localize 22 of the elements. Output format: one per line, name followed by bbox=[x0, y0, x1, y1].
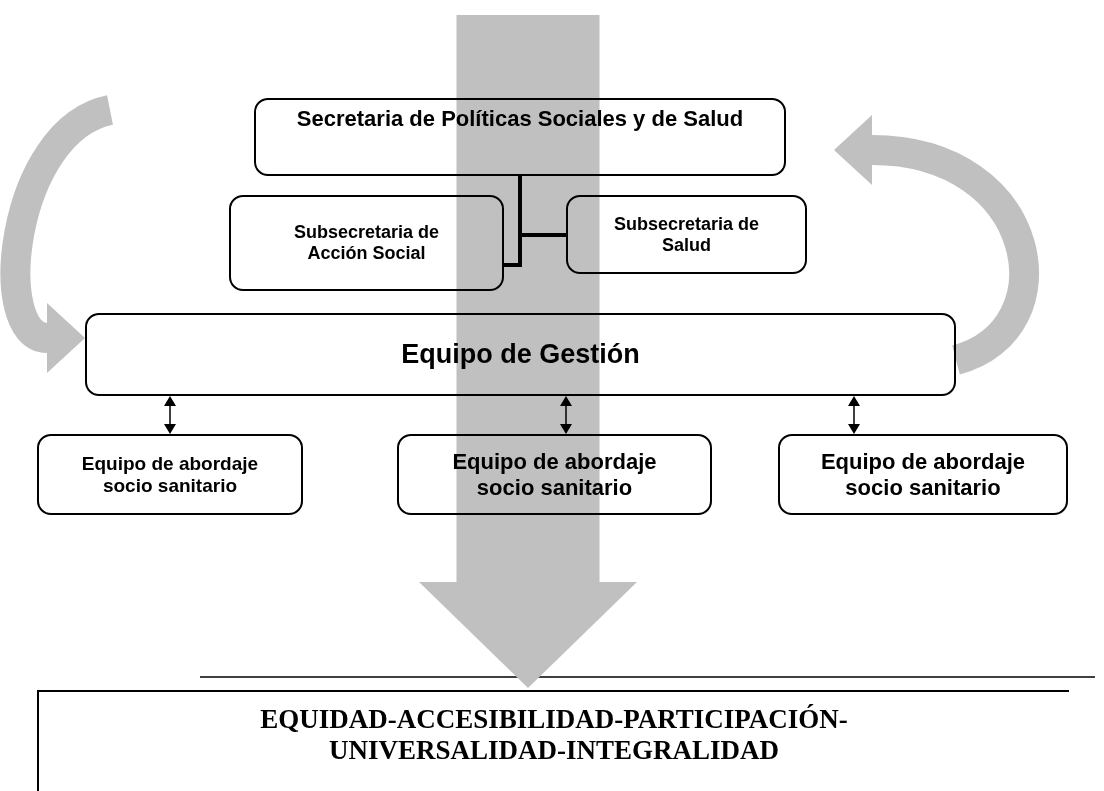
org-box bbox=[229, 195, 504, 291]
block-arrow bbox=[419, 15, 637, 688]
curved-arrow bbox=[0, 95, 116, 372]
box-label: Equipo de abordaje socio sanitario bbox=[80, 452, 260, 497]
org-box bbox=[397, 434, 712, 515]
box-label: Equipo de abordaje socio sanitario bbox=[451, 448, 658, 501]
box-label: Subsecretaria de Salud bbox=[612, 213, 761, 256]
org-box bbox=[37, 434, 303, 515]
arrow bbox=[848, 396, 860, 434]
principles-box bbox=[37, 690, 1069, 791]
arrow bbox=[164, 396, 176, 434]
org-box bbox=[85, 313, 956, 396]
org-box bbox=[566, 195, 807, 274]
connector-line bbox=[518, 176, 566, 237]
box-label: Subsecretaria de Acción Social bbox=[292, 222, 441, 264]
box-label: Equipo de Gestión bbox=[401, 339, 640, 370]
org-box bbox=[254, 98, 786, 176]
box-label: EQUIDAD-ACCESIBILIDAD-PARTICIPACIÓN- UNIVERSALIDAD-INTEGRALIDAD bbox=[259, 704, 849, 766]
box-label: Equipo de abordaje socio sanitario bbox=[819, 448, 1027, 501]
org-box bbox=[778, 434, 1068, 515]
box-label: Secretaria de Políticas Sociales y de Salud bbox=[296, 106, 744, 132]
arrow bbox=[560, 396, 572, 434]
